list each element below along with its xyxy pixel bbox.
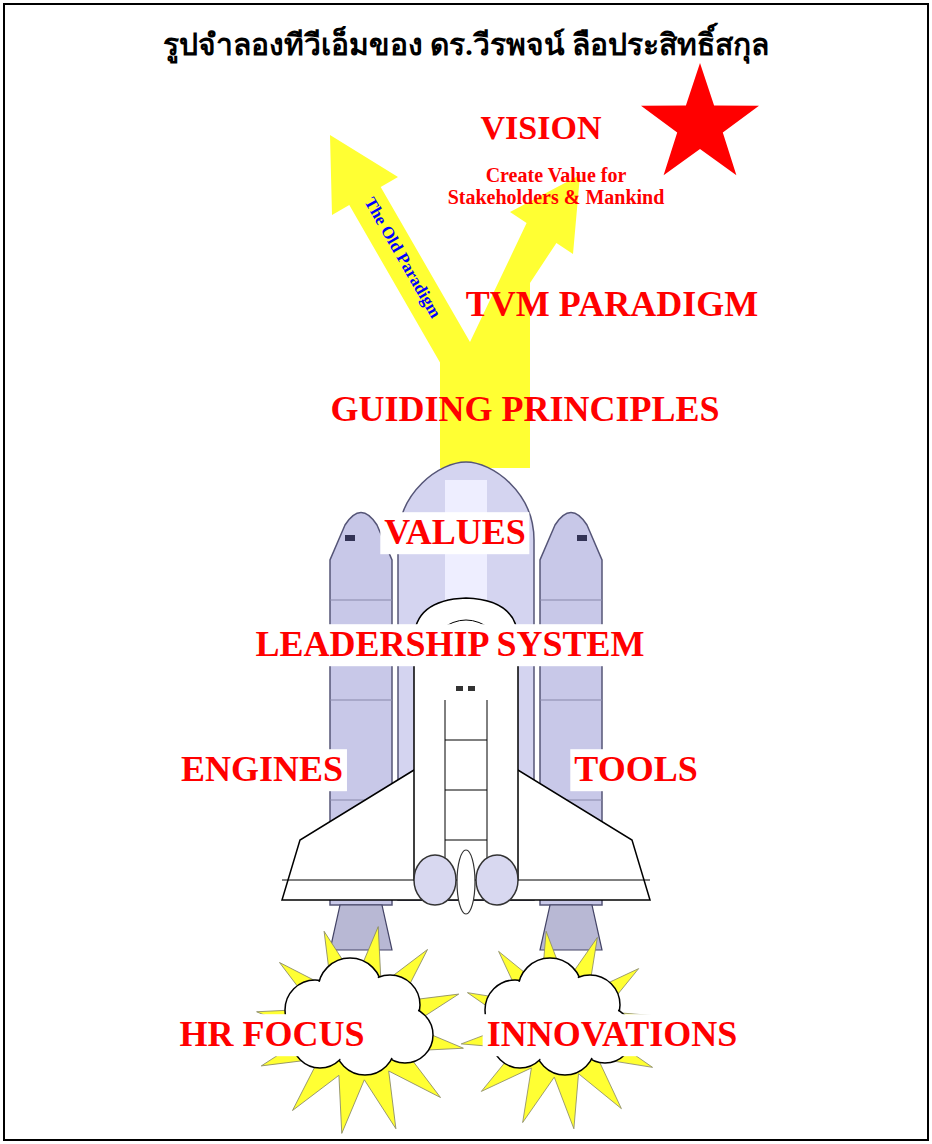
bay-line xyxy=(445,790,487,791)
vision-star xyxy=(641,63,759,175)
diagram-title: รูปจำลองทีวีเอ็มของ ดร.วีรพจน์ ลือประสิท… xyxy=(163,27,770,63)
principles-label: GUIDING PRINCIPLES xyxy=(330,390,719,430)
leadership-label: LEADERSHIP SYSTEM xyxy=(251,624,648,666)
orbiter-window xyxy=(456,686,463,691)
main-engine xyxy=(476,855,518,905)
vision-heading: VISION xyxy=(481,109,602,146)
band-line xyxy=(330,600,392,601)
engines-label: ENGINES xyxy=(177,749,347,791)
tail-fin xyxy=(457,850,475,914)
frame-border xyxy=(4,4,928,1140)
band-line xyxy=(540,600,602,601)
band-line xyxy=(330,700,392,701)
values-label: VALUES xyxy=(380,512,529,554)
vision-statement: Create Value for Stakeholders & Mankind xyxy=(431,164,681,208)
booster-mark xyxy=(577,535,587,541)
main-engine xyxy=(414,855,456,905)
bay-line xyxy=(445,840,487,841)
booster-nozzle xyxy=(330,905,392,950)
tools-label: TOOLS xyxy=(570,749,701,791)
hr-focus-label: HR FOCUS xyxy=(175,1014,368,1056)
booster-mark xyxy=(345,535,355,541)
orbiter-window xyxy=(468,686,475,691)
band-line xyxy=(540,700,602,701)
innovations-label: INNOVATIONS xyxy=(483,1014,742,1056)
bay-line xyxy=(445,740,487,741)
paradigm-label: TVM PARADIGM xyxy=(466,285,758,325)
